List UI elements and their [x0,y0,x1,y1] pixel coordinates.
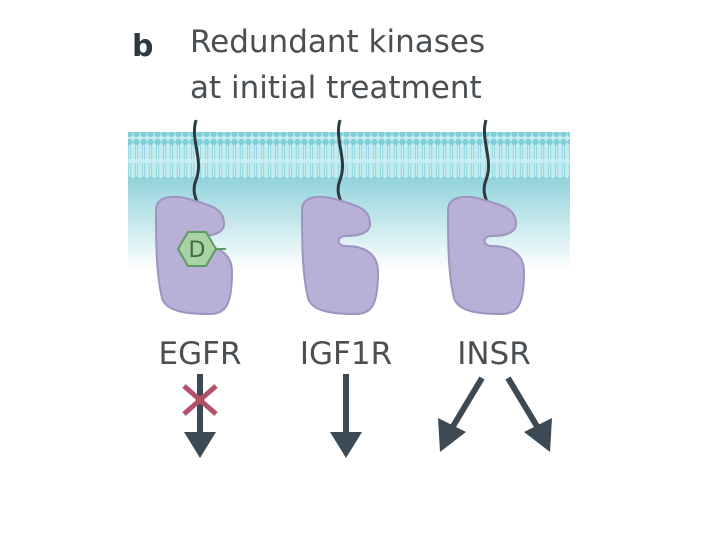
panel-letter: b [132,29,153,64]
igf1r-label: IGF1R [300,336,392,372]
drug-hexagon: D [176,231,226,267]
insr-signal-arrow-left [438,376,485,452]
insr-signal-arrow-right [505,376,552,452]
title-line-2: at initial treatment [190,70,482,106]
egfr-label: EGFR [159,336,242,372]
title-line-1: Redundant kinases [190,24,485,60]
egfr-signal-arrow [184,374,216,458]
insr-label: INSR [457,336,531,372]
drug-label: D [189,238,206,263]
egfr-block-cross [182,384,218,416]
cell-membrane [128,132,570,178]
insr-kinase [447,195,525,315]
igf1r-kinase [301,195,379,315]
igf1r-signal-arrow [330,374,362,458]
